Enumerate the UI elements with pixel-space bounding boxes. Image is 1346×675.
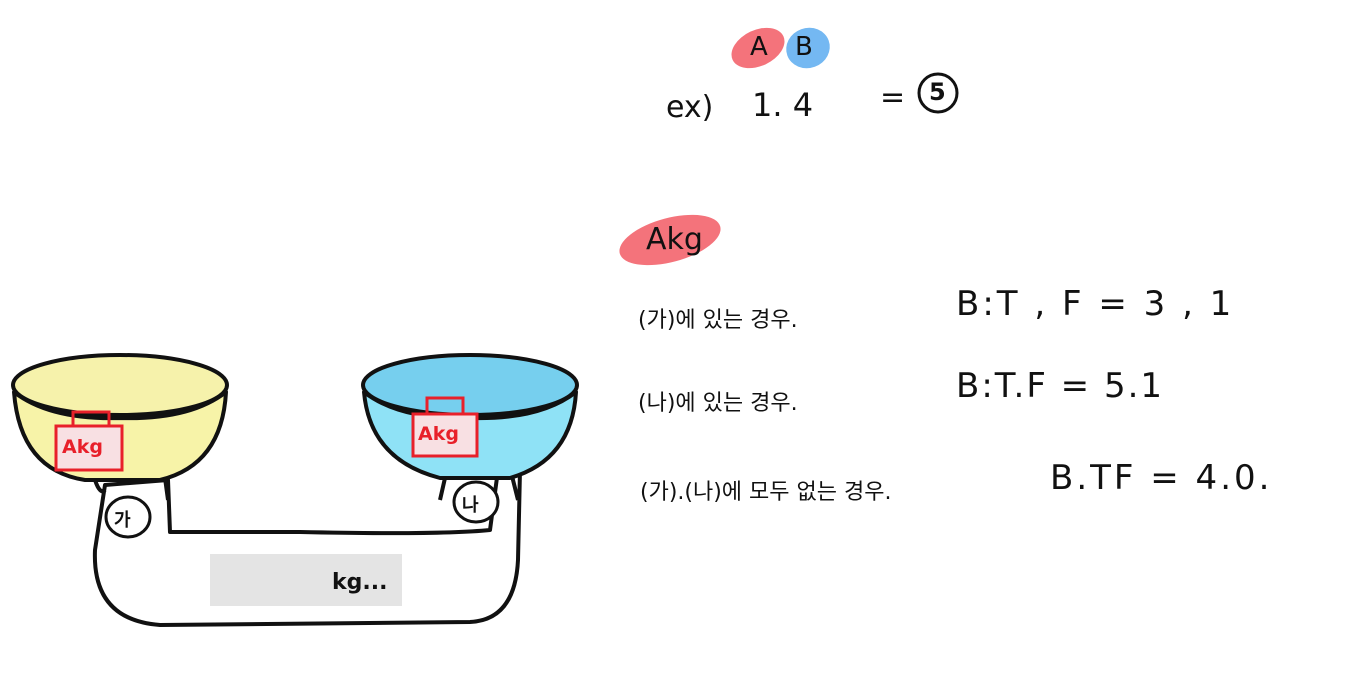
left-pan-label: 가 [114,510,131,531]
label-a: A [750,32,768,62]
case-3-condition: (가).(나)에 모두 없는 경우. [640,480,892,505]
example-result: 5 [929,78,946,106]
highlight-akg [619,214,721,266]
label-b: B [795,32,813,62]
scale-display-text: kg... [332,570,388,595]
case-2-result: B:T.F = 5.1 [956,366,1165,406]
case-3-result: B.TF = 4.0. [1050,458,1273,498]
right-pan-label: 나 [462,495,479,516]
left-tag-text: Akg [62,436,103,458]
result-circle [917,72,959,114]
left-pan-rim [11,353,229,417]
left-weight-tag [54,410,124,472]
left-pan-label-circle [104,495,152,539]
scale-base-outline [92,468,522,627]
scale-display [210,554,402,606]
right-tag-text: Akg [418,423,459,445]
case-1-condition: (가)에 있는 경우. [638,308,798,333]
case-2-condition: (나)에 있는 경우. [638,391,798,416]
right-weight-tag [411,396,479,458]
highlight-b [786,27,830,69]
highlight-a [731,27,785,69]
right-pan-label-circle [452,480,500,524]
notes-heading: Akg [646,222,703,257]
example-values: 1. 4 [752,86,814,124]
case-1-result: B:T , F = 3 , 1 [956,284,1235,324]
example-prefix: ex) [666,90,714,125]
right-pan-rim [361,353,579,417]
example-equals: = [880,80,906,115]
